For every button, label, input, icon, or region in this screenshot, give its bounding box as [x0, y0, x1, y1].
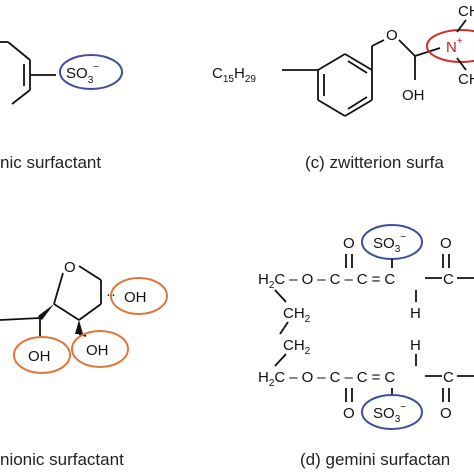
panel-d: SO3− O O H2C–O–C–C=C C H CH2 CH2 H H2C–O…	[258, 224, 474, 469]
ether-oxygen: O	[386, 27, 398, 44]
caption-c: (c) zwitterion surfa	[305, 153, 444, 172]
carbonyl-oxygen: O	[440, 405, 452, 422]
hydroxyl-group: OH	[402, 87, 425, 104]
panel-a: SO3− nic surfactant	[0, 41, 123, 172]
anionic-head-ellipse	[361, 394, 423, 430]
sulfonate-top: SO3−	[373, 232, 406, 255]
ammonium-nitrogen: N+	[446, 36, 463, 56]
ammonium-bond	[414, 47, 441, 57]
sulfonate-bottom: SO3−	[373, 402, 406, 425]
ring-bond	[78, 303, 102, 321]
ring-bond	[7, 41, 31, 61]
bottom-row-end: C	[443, 369, 454, 386]
methyl-top: CH	[458, 3, 474, 20]
wedge-bond	[38, 304, 54, 320]
nonionic-head-ellipse	[13, 336, 71, 374]
anionic-head-ellipse	[59, 54, 123, 90]
caption-a: nic surfactant	[0, 153, 101, 172]
chain-ch2: CH2	[283, 305, 311, 325]
ether-bond	[371, 39, 385, 47]
ether-bond	[398, 39, 416, 57]
panel-b: O ·· OH OH OH nionic surfactant	[0, 259, 168, 469]
ring-bond	[11, 89, 31, 105]
bottom-row: H2C–O–C–C=C	[258, 369, 395, 389]
hydroxyl-mid: OH	[86, 342, 109, 359]
carbonyl-oxygen: O	[343, 235, 355, 252]
carbonyl-oxygen: O	[343, 405, 355, 422]
ring-oxygen: O	[64, 259, 76, 276]
nonionic-head-ellipse	[110, 277, 168, 315]
ring-bond	[53, 303, 80, 321]
caption-b: nionic surfactant	[0, 450, 124, 469]
vinyl-h-bottom: H	[410, 337, 421, 354]
tail-group: C15H29	[212, 65, 256, 85]
chain-bond	[0, 317, 41, 321]
methyl-bond	[456, 57, 467, 71]
benzene-ring	[317, 53, 373, 117]
wedge-bond	[75, 320, 83, 334]
caption-d: (d) gemini surfactan	[300, 450, 450, 469]
top-row-end: C	[443, 271, 454, 288]
methyl-bottom: CH	[458, 71, 474, 88]
hydroxyl-right: OH	[124, 289, 147, 306]
chain-ch2: CH2	[283, 337, 311, 357]
sulfonate-group: SO3−	[66, 62, 99, 86]
hydroxyl-left: OH	[28, 348, 51, 365]
panel-c: C15H29 O OH N+ CH CH (c) zwitterion surf…	[212, 3, 474, 172]
nonionic-head-ellipse	[71, 330, 129, 368]
ring-bond	[53, 272, 64, 305]
carbonyl-oxygen: O	[440, 235, 452, 252]
methyl-bond	[456, 19, 467, 33]
ring-bond	[78, 265, 102, 281]
vinyl-h-top: H	[410, 305, 421, 322]
top-row: H2C–O–C–C=C	[258, 271, 395, 291]
